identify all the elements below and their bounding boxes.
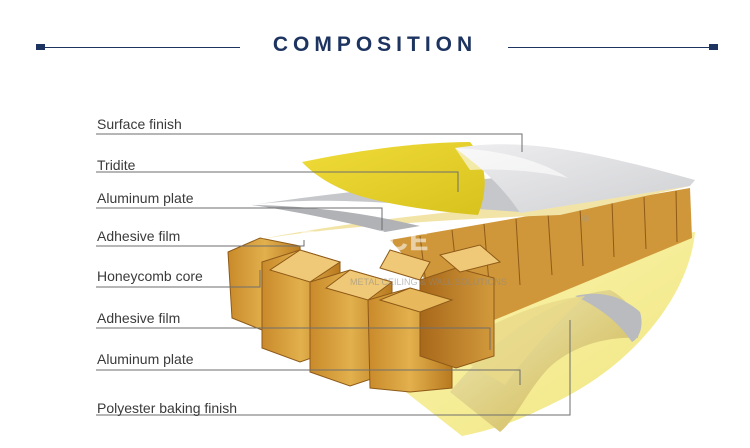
surface-finish-layer bbox=[455, 144, 695, 213]
top-adhesive-film-layer bbox=[236, 186, 690, 244]
title-rule-cap-left bbox=[36, 44, 45, 50]
bottom-aluminum-plate-layer bbox=[450, 290, 642, 432]
title-rule-left bbox=[38, 47, 240, 48]
label-surface-finish: Surface finish bbox=[97, 116, 182, 132]
prance-watermark: PRANCE ® METAL CEILING & WALL SOLUTIONS bbox=[300, 214, 590, 287]
honeycomb-core bbox=[227, 188, 692, 393]
leader-aluminum-plate-bottom bbox=[96, 369, 521, 385]
svg-text:®: ® bbox=[582, 214, 590, 225]
leader-polyester-baking-finish bbox=[96, 320, 571, 416]
label-adhesive-film-top: Adhesive film bbox=[97, 228, 181, 244]
leader-lines bbox=[96, 133, 571, 416]
svg-text:METAL CEILING & WALL SOLUTIONS: METAL CEILING & WALL SOLUTIONS bbox=[350, 277, 507, 287]
page-title: COMPOSITION bbox=[272, 33, 478, 56]
label-aluminum-plate-bottom: Aluminum plate bbox=[97, 351, 194, 367]
leader-surface-finish bbox=[96, 133, 523, 152]
label-aluminum-plate-top: Aluminum plate bbox=[97, 190, 194, 206]
title-rule-right bbox=[508, 47, 718, 48]
leader-aluminum-plate-top bbox=[96, 207, 383, 230]
bottom-adhesive-film-layer bbox=[445, 296, 585, 385]
leader-adhesive-film-bottom bbox=[96, 327, 491, 350]
svg-text:PRANCE: PRANCE bbox=[300, 225, 430, 256]
label-tridite: Tridite bbox=[97, 157, 136, 173]
label-polyester-baking-finish: Polyester baking finish bbox=[97, 400, 238, 416]
leader-tridite bbox=[96, 171, 459, 192]
header: COMPOSITION bbox=[0, 0, 750, 90]
leader-honeycomb-core bbox=[96, 270, 261, 288]
label-adhesive-film-bottom: Adhesive film bbox=[97, 310, 181, 326]
leader-adhesive-film-top bbox=[96, 240, 305, 247]
tridite-layer bbox=[302, 142, 485, 215]
label-honeycomb-core: Honeycomb core bbox=[97, 268, 203, 284]
title-rule-cap-right bbox=[709, 44, 718, 50]
